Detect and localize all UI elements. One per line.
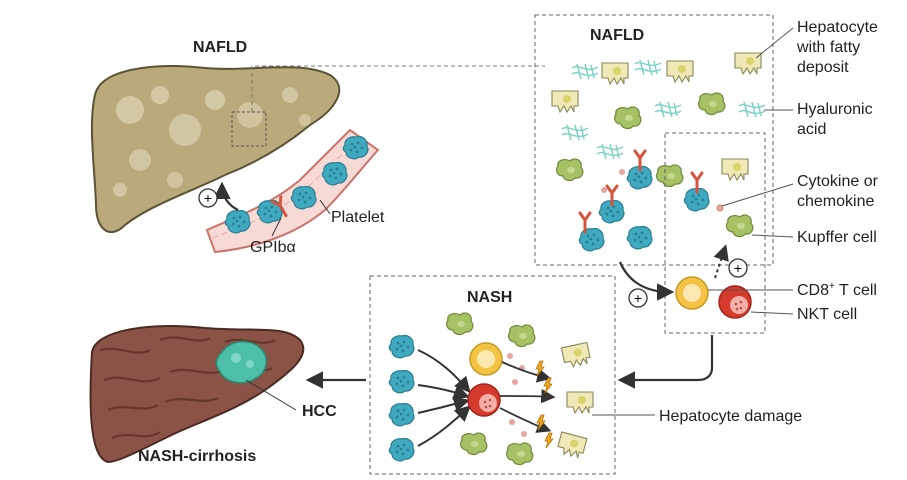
nafld-panel-title: NAFLD: [590, 27, 644, 44]
cirrhosis-liver: [89, 325, 305, 464]
vessel-arrow: [213, 181, 239, 211]
hcc-tumor-icon: [215, 340, 268, 384]
legend-hepatocyte-line1: Hepatocyte: [797, 19, 878, 36]
hepatocyte-icon: [560, 341, 592, 369]
nkt-cell-icon: [467, 383, 501, 417]
hyaluronic-acid-icon: [634, 59, 662, 76]
nkt-cell-icon: [718, 285, 752, 319]
cytokine-icon: [512, 379, 518, 385]
hyaluronic-acid-icon: [596, 143, 624, 160]
damage-icon: [544, 432, 554, 449]
hcc-label: HCC: [302, 403, 337, 420]
kupffer-cell-icon: [726, 214, 754, 238]
nafld-panel: [534, 14, 774, 266]
plus-sign-icon: +: [198, 188, 218, 208]
plus-sign-icon: +: [728, 258, 748, 278]
platelet-icon: [290, 185, 317, 210]
hepatocyte-icon: [551, 90, 579, 113]
cytokine-icon: [619, 169, 625, 175]
platelet-icon: [578, 227, 605, 252]
hyaluronic-acid-icon: [571, 63, 599, 80]
convergence-arrows: [417, 349, 471, 447]
damage-icon: [543, 377, 553, 394]
legend-hepatocyte-line3: deposit: [797, 59, 849, 76]
platelet-pointer: [319, 199, 331, 215]
platelet-label: Platelet: [331, 209, 385, 226]
cytokine-icon: [716, 204, 724, 212]
hepatocyte-icon: [721, 158, 749, 181]
nafld-liver-title: NAFLD: [193, 39, 247, 56]
gpib-pointer: [271, 217, 282, 237]
kupffer-cell-icon: [698, 92, 726, 116]
legend-cd8: CD8+ T cell: [797, 281, 877, 299]
activation-arrow: [713, 244, 729, 279]
platelet-icon: [388, 369, 415, 394]
svg-text:+: +: [734, 260, 742, 276]
platelet-icon: [321, 161, 348, 186]
kupffer-cell-icon: [508, 324, 536, 348]
legend-kupffer: Kupffer cell: [797, 229, 877, 246]
progression-arrow: [617, 335, 714, 389]
legend-nkt: NKT cell: [797, 306, 857, 323]
zoom-box: [231, 111, 267, 147]
legend-pointer: [755, 27, 794, 59]
gpib-label: GPIbα: [250, 239, 296, 256]
hepatocyte-icon: [601, 62, 629, 85]
recruitment-arrow: [618, 261, 675, 301]
nash-panel-title: NASH: [467, 289, 512, 306]
legend-pointer: [750, 311, 794, 315]
kupffer-cell-icon: [506, 442, 534, 466]
plus-sign-icon: +: [628, 288, 648, 308]
cytokine-icon: [521, 431, 527, 437]
cd8-t-cell-icon: [675, 276, 709, 310]
cytokine-icon: [509, 419, 515, 425]
hcc-pointer: [245, 379, 297, 411]
kupffer-cell-icon: [446, 312, 474, 336]
kupffer-cell-icon: [556, 158, 584, 182]
hepatocyte-icon: [734, 52, 762, 75]
svg-text:+: +: [204, 190, 212, 206]
kupffer-cell-icon: [460, 432, 488, 456]
cd8-t-cell-icon: [469, 342, 503, 376]
platelet-icon: [388, 402, 415, 427]
attack-arrows: [499, 361, 556, 433]
cytokine-icon: [507, 353, 513, 359]
hyaluronic-acid-icon: [738, 101, 766, 118]
legend-cytokine-line2: chemokine: [797, 193, 874, 210]
kupffer-cell-icon: [614, 106, 642, 130]
platelet-icon: [626, 225, 653, 250]
platelet-icon: [342, 135, 369, 160]
nash-panel: [369, 275, 616, 475]
platelet-icon: [224, 209, 251, 234]
legend-cytokine-line1: Cytokine or: [797, 173, 879, 190]
legend-hyaluronic-line2: acid: [797, 121, 826, 138]
cytokine-icon: [601, 187, 607, 193]
legend-pointer: [721, 183, 794, 207]
legend-pointer: [751, 234, 794, 238]
hyaluronic-acid-icon: [654, 101, 682, 118]
hepatocyte-icon: [555, 431, 588, 460]
platelet-icon: [388, 437, 415, 462]
hyaluronic-acid-icon: [561, 124, 589, 141]
legend-hepatocyte-line2: with fatty: [796, 39, 860, 56]
legend-hyaluronic-line1: Hyaluronic: [797, 101, 873, 118]
hepatocyte-icon: [666, 60, 694, 83]
svg-text:+: +: [634, 290, 642, 306]
immune-inset: [664, 132, 766, 334]
damage-icon: [535, 360, 545, 377]
zoom-connector: [251, 65, 545, 112]
hepatocyte-icon: [566, 391, 594, 414]
legend-damage: Hepatocyte damage: [659, 408, 802, 425]
cirrhosis-liver-title: NASH-cirrhosis: [138, 448, 256, 465]
nafld-liver: [90, 65, 341, 233]
platelet-icon: [388, 334, 415, 359]
kupffer-cell-icon: [656, 164, 684, 188]
